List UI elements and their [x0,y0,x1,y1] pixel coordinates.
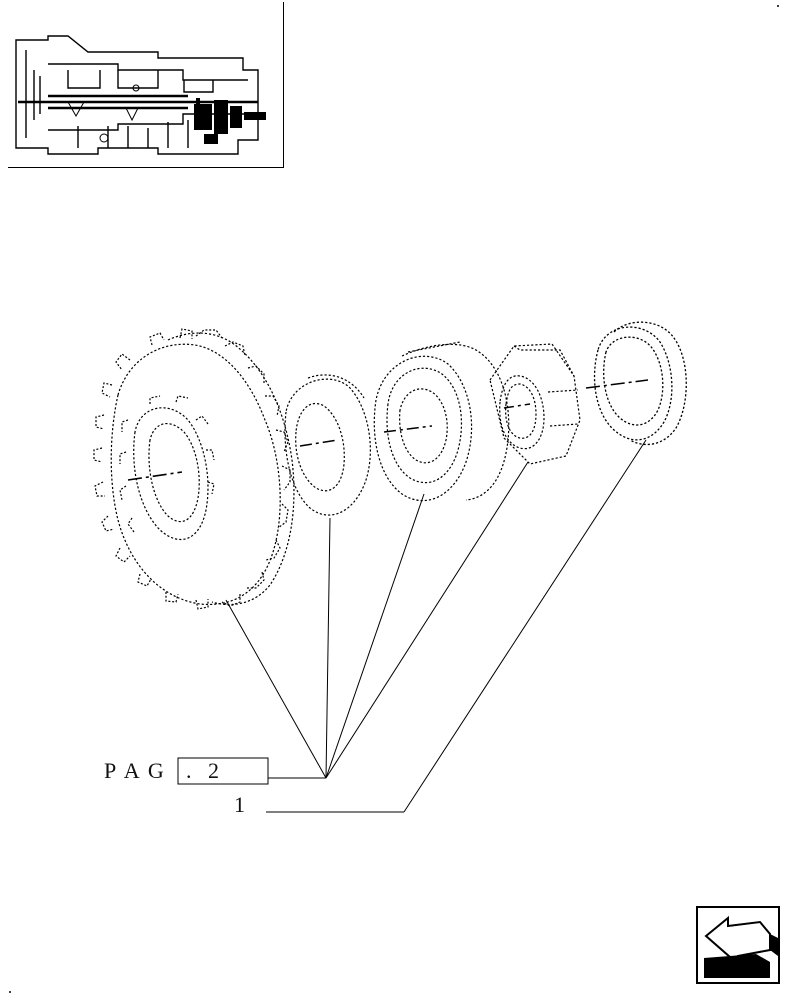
leader-lines [225,439,647,813]
page-ref-box-text: . 2 [186,758,219,783]
hex-nut-part[interactable] [489,343,581,465]
transmission-section-thumbnail [15,35,266,155]
ring-cap-part[interactable] [593,321,687,446]
corner-dot-bottom [9,991,11,993]
washer-axis-line [299,439,339,447]
corner-dot [777,5,779,7]
bearing-part[interactable] [373,341,510,502]
item-1-label: 1 [234,792,245,817]
gear-part[interactable] [93,328,295,610]
page-ref-box[interactable] [177,757,269,785]
next-page-arrow-icon [696,906,780,984]
bearing-axis-line [383,425,433,433]
splined-washer-part[interactable] [284,374,371,516]
next-page-button[interactable] [696,906,780,984]
nut-axis-line [503,403,531,409]
inset-frame [8,2,284,168]
gear-axis-line [127,471,183,481]
page-ref-prefix: P A G [104,758,166,783]
ring-axis-line [585,379,649,389]
